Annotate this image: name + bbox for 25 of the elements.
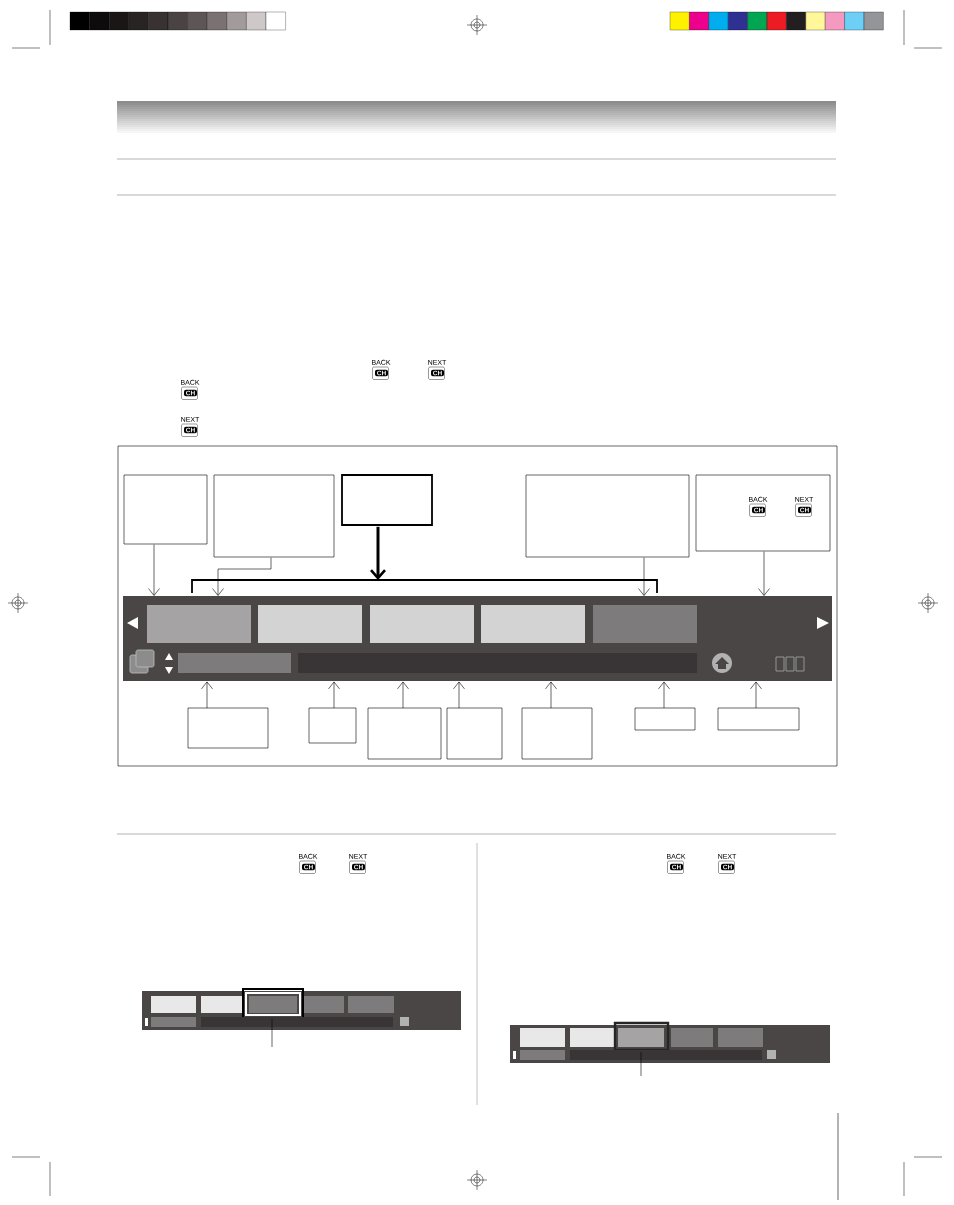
leader-line bbox=[638, 557, 650, 596]
callout-box bbox=[525, 474, 690, 558]
callout-box bbox=[123, 474, 208, 545]
callout-box bbox=[717, 707, 800, 731]
bracket bbox=[191, 579, 658, 594]
callout-box bbox=[695, 474, 831, 552]
leader-line bbox=[750, 681, 762, 709]
callout-box bbox=[341, 474, 433, 526]
leader-line bbox=[328, 681, 340, 709]
leader-line bbox=[758, 551, 770, 596]
leader-line bbox=[545, 681, 557, 709]
leader-line bbox=[453, 681, 465, 709]
arrow bbox=[370, 526, 386, 580]
callout-box bbox=[367, 707, 442, 760]
callout-box bbox=[446, 707, 503, 760]
callout-box bbox=[308, 707, 357, 744]
callout-box bbox=[187, 707, 269, 749]
leader-line bbox=[397, 681, 409, 709]
callout-box bbox=[521, 707, 593, 760]
leader-line bbox=[148, 544, 160, 596]
leader-line bbox=[212, 557, 272, 596]
callout-box bbox=[213, 474, 335, 558]
leader-line bbox=[658, 681, 670, 709]
callout-box bbox=[634, 707, 696, 731]
leader-line bbox=[201, 681, 213, 709]
